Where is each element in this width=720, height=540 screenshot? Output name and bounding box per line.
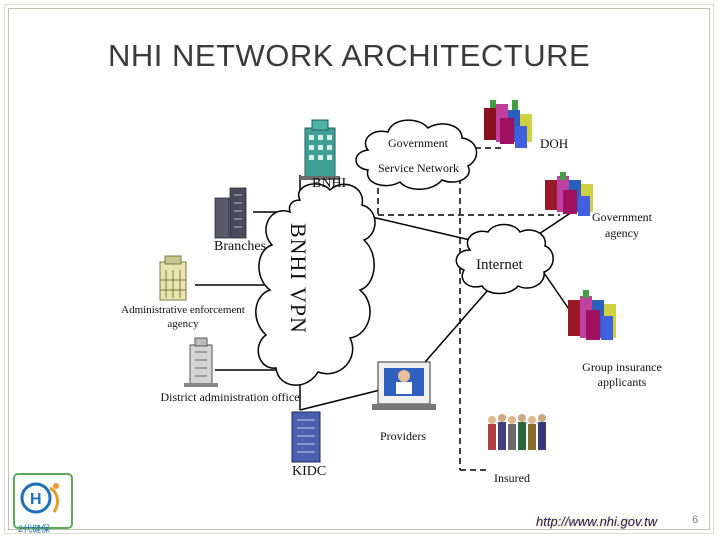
page-title: NHI NETWORK ARCHITECTURE (108, 38, 591, 73)
admin-enforcement-building-icon (159, 255, 187, 301)
branches-label: Branches (214, 239, 267, 254)
insured-people-icon (488, 414, 546, 450)
kidc-label: KIDC (292, 464, 327, 479)
logo-caption: 2代健保 (18, 524, 51, 534)
government-agency-label: Government agency (592, 210, 652, 240)
link-providers-kidc (299, 389, 381, 411)
bnhi-label: BNHI (312, 176, 347, 191)
district-office-label: District administration office (160, 390, 300, 404)
internet-label: Internet (476, 257, 523, 273)
district-office-building-icon (184, 337, 218, 387)
kidc-building-icon (291, 411, 321, 463)
group-insurance-label: Group insurance applicants (582, 360, 662, 389)
branches-buildings-icon (214, 187, 247, 239)
inner-border (8, 8, 710, 530)
svg-text:H: H (30, 491, 42, 508)
providers-label: Providers (380, 429, 426, 443)
insured-label: Insured (494, 471, 530, 485)
internet-cloud (455, 223, 554, 295)
outer-border (4, 4, 714, 534)
government-label: Government (388, 136, 448, 150)
page-number: 6 (692, 514, 699, 526)
doh-buildings-icon (484, 100, 532, 148)
bnhi-building-icon (300, 119, 340, 180)
gsn-cloud (355, 119, 478, 190)
footer-url[interactable]: http://www.nhi.gov.tw (536, 514, 658, 529)
providers-doctor-icon (372, 361, 436, 410)
bnhi-vpn-label: BNHI VPN (286, 223, 311, 334)
service-network-label: Service Network (378, 161, 459, 175)
group-insurance-buildings-icon (568, 290, 616, 340)
vpn-cloud (255, 183, 376, 386)
government-agency-buildings-icon (545, 172, 593, 216)
nhi-logo-icon: H (13, 473, 73, 529)
admin-enforcement-label: Administrative enforcement agency (121, 304, 245, 330)
doh-label: DOH (540, 136, 569, 151)
